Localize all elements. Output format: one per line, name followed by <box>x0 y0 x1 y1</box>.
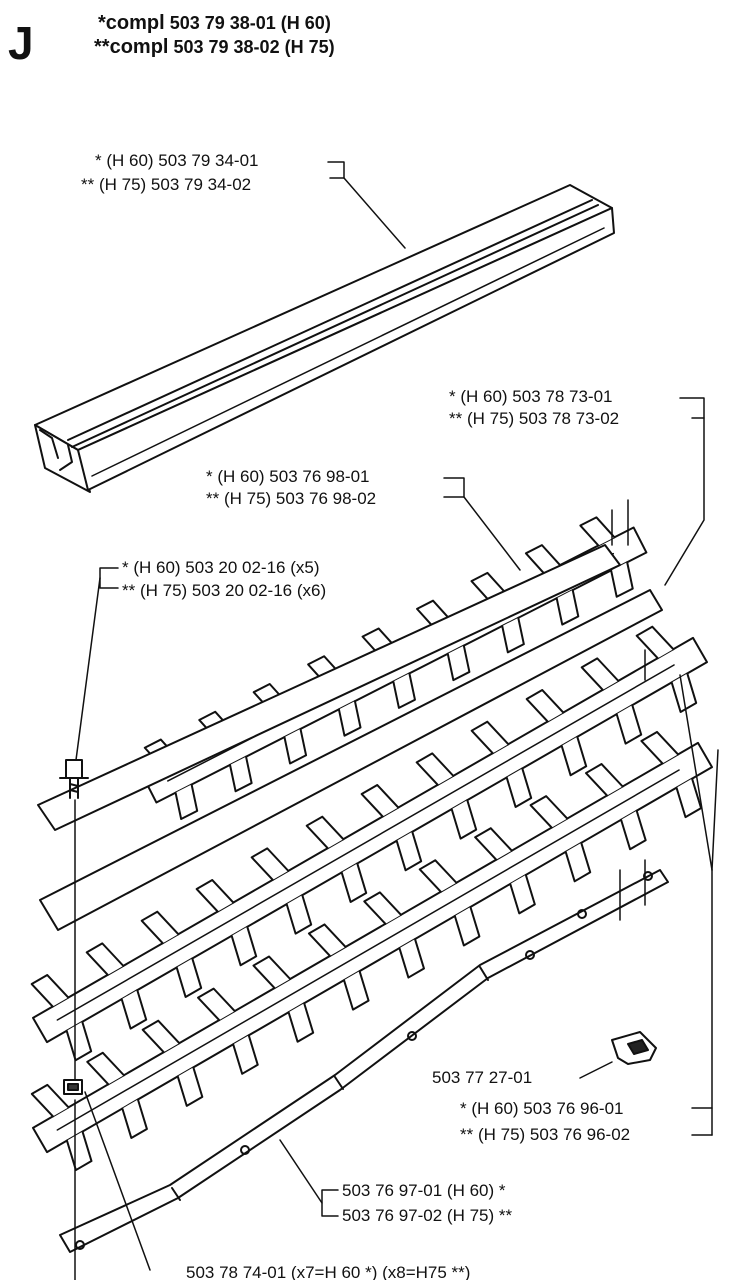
lower-blade-a-tooth <box>342 863 367 901</box>
lower-blade-b-tooth <box>399 939 424 977</box>
lower-blade-a-tooth <box>452 800 477 838</box>
lower-blade-a-tooth <box>67 1022 92 1060</box>
lower-blade-b-tooth <box>566 843 591 881</box>
upper-blade-tooth <box>526 545 560 573</box>
guard-label-h60: * (H 60) 503 79 34-01 <box>95 151 259 170</box>
lower-blade-a-tooth <box>672 673 697 711</box>
lower-blade-b-tooth <box>531 796 568 827</box>
lower-blade-b-tooth <box>143 1021 180 1052</box>
lower-blade-a-tooth <box>362 785 399 816</box>
upper-blade-tooth <box>580 517 614 545</box>
screw-label-h75: ** (H 75) 503 20 02-16 (x6) <box>122 581 327 600</box>
upper-blade-tooth <box>502 618 524 653</box>
lower-blade-label-h60: * (H 60) 503 76 96-01 <box>460 1099 624 1118</box>
lower-blade-a-tooth <box>582 658 619 689</box>
bottom-bar-part <box>60 870 668 1252</box>
screw-part <box>60 760 88 798</box>
nut-part <box>64 1080 82 1094</box>
lower-blade-a-tooth <box>122 990 147 1028</box>
guard-label-h75: ** (H 75) 503 79 34-02 <box>81 175 252 194</box>
lower-blade-a-tooth <box>417 753 454 784</box>
lower-blade-part <box>32 627 712 1170</box>
lower-blade-b-tooth <box>253 957 290 988</box>
lower-blade-b-tooth <box>87 1053 124 1084</box>
upper-blade-tooth <box>230 757 252 792</box>
screw-label-h60: * (H 60) 503 20 02-16 (x5) <box>122 558 320 577</box>
lower-blade-a-tooth <box>32 975 69 1006</box>
plate-label-h60: * (H 60) 503 78 73-01 <box>449 387 613 406</box>
lower-blade-b-tooth <box>455 907 480 945</box>
lower-blade-b-tooth <box>677 779 702 817</box>
upper-blade-tooth <box>557 590 579 625</box>
lower-blade-b-tooth <box>510 875 535 913</box>
lower-blade-b-tooth <box>198 989 235 1020</box>
lower-blade-b-slot <box>57 770 679 1130</box>
lower-blade-a-tooth <box>527 690 564 721</box>
assembly-prefix-h75: **compl <box>94 36 169 58</box>
lower-blade-b-tooth <box>344 971 369 1009</box>
assembly-prefix-h60: *compl <box>98 12 165 34</box>
lower-blade-b-tooth <box>67 1132 92 1170</box>
nut-label: 503 78 74-01 (x7=H 60 *) (x8=H75 **) <box>186 1263 471 1280</box>
lower-blade-b-tooth <box>641 732 678 763</box>
lower-blade-a-tooth <box>637 627 674 658</box>
lower-blade-b-tooth <box>178 1067 203 1105</box>
lower-blade-label-h75: ** (H 75) 503 76 96-02 <box>460 1125 631 1144</box>
lower-blade-b-tooth <box>309 924 346 955</box>
plate-label-h75: ** (H 75) 503 78 73-02 <box>449 409 620 428</box>
lower-blade-b-tooth <box>289 1003 314 1041</box>
lower-blade-a-tooth <box>307 817 344 848</box>
assembly-part-h75: **compl 503 79 38-02 (H 75) <box>94 36 335 58</box>
lower-blade-b-tooth <box>621 811 646 849</box>
bar-label-h60: 503 76 97-01 (H 60) * <box>342 1181 506 1200</box>
lower-blade-a-tooth <box>472 722 509 753</box>
lower-blade-b-tooth <box>586 764 623 795</box>
lower-blade-b-tooth <box>32 1085 69 1116</box>
lower-blade-a-tooth <box>397 832 422 870</box>
bar-label-h75: 503 76 97-02 (H 75) ** <box>342 1206 513 1225</box>
assembly-axis-lines <box>75 500 645 1280</box>
clip-label: 503 77 27-01 <box>432 1068 533 1087</box>
upper-blade-tooth <box>176 784 198 819</box>
section-letter: J <box>8 17 34 69</box>
lower-blade-a-tooth <box>252 848 289 879</box>
lower-blade-a-tooth <box>142 912 179 943</box>
lower-blade-a-tooth <box>507 768 532 806</box>
lower-blade-a-tooth <box>287 895 312 933</box>
lower-blade-a-tooth <box>197 880 234 911</box>
assembly-part-h60: *compl 503 79 38-01 (H 60) <box>98 12 331 34</box>
upper-blade-tooth <box>284 729 306 764</box>
upper-blade-tooth <box>393 673 415 708</box>
plate-strip-part <box>38 545 662 930</box>
lower-blade-a-tooth <box>177 958 202 996</box>
upper-blade-tooth <box>611 562 633 597</box>
lower-blade-b-tooth <box>233 1035 258 1073</box>
upper-blade-tooth <box>448 646 470 681</box>
blade-guard-part <box>35 185 614 492</box>
lower-blade-a-tooth <box>562 737 587 775</box>
lower-blade-a-slot <box>57 665 674 1020</box>
assembly-number-h75: 503 79 38-02 (H 75) <box>173 37 335 57</box>
leader-lines <box>76 162 718 1270</box>
lower-blade-a-tooth <box>232 927 257 965</box>
lower-blade-b-tooth <box>475 828 512 859</box>
lower-blade-a-tooth <box>87 943 124 974</box>
upper-blade-label-h60: * (H 60) 503 76 98-01 <box>206 467 370 486</box>
lower-blade-b-tooth <box>420 860 457 891</box>
clip-part <box>612 1032 656 1064</box>
lower-blade-b-tooth <box>364 892 401 923</box>
upper-blade-tooth <box>339 701 361 736</box>
lower-blade-b-tooth <box>122 1099 147 1137</box>
upper-blade-label-h75: ** (H 75) 503 76 98-02 <box>206 489 377 508</box>
assembly-number-h60: 503 79 38-01 (H 60) <box>169 13 331 33</box>
lower-blade-a-tooth <box>617 705 642 743</box>
